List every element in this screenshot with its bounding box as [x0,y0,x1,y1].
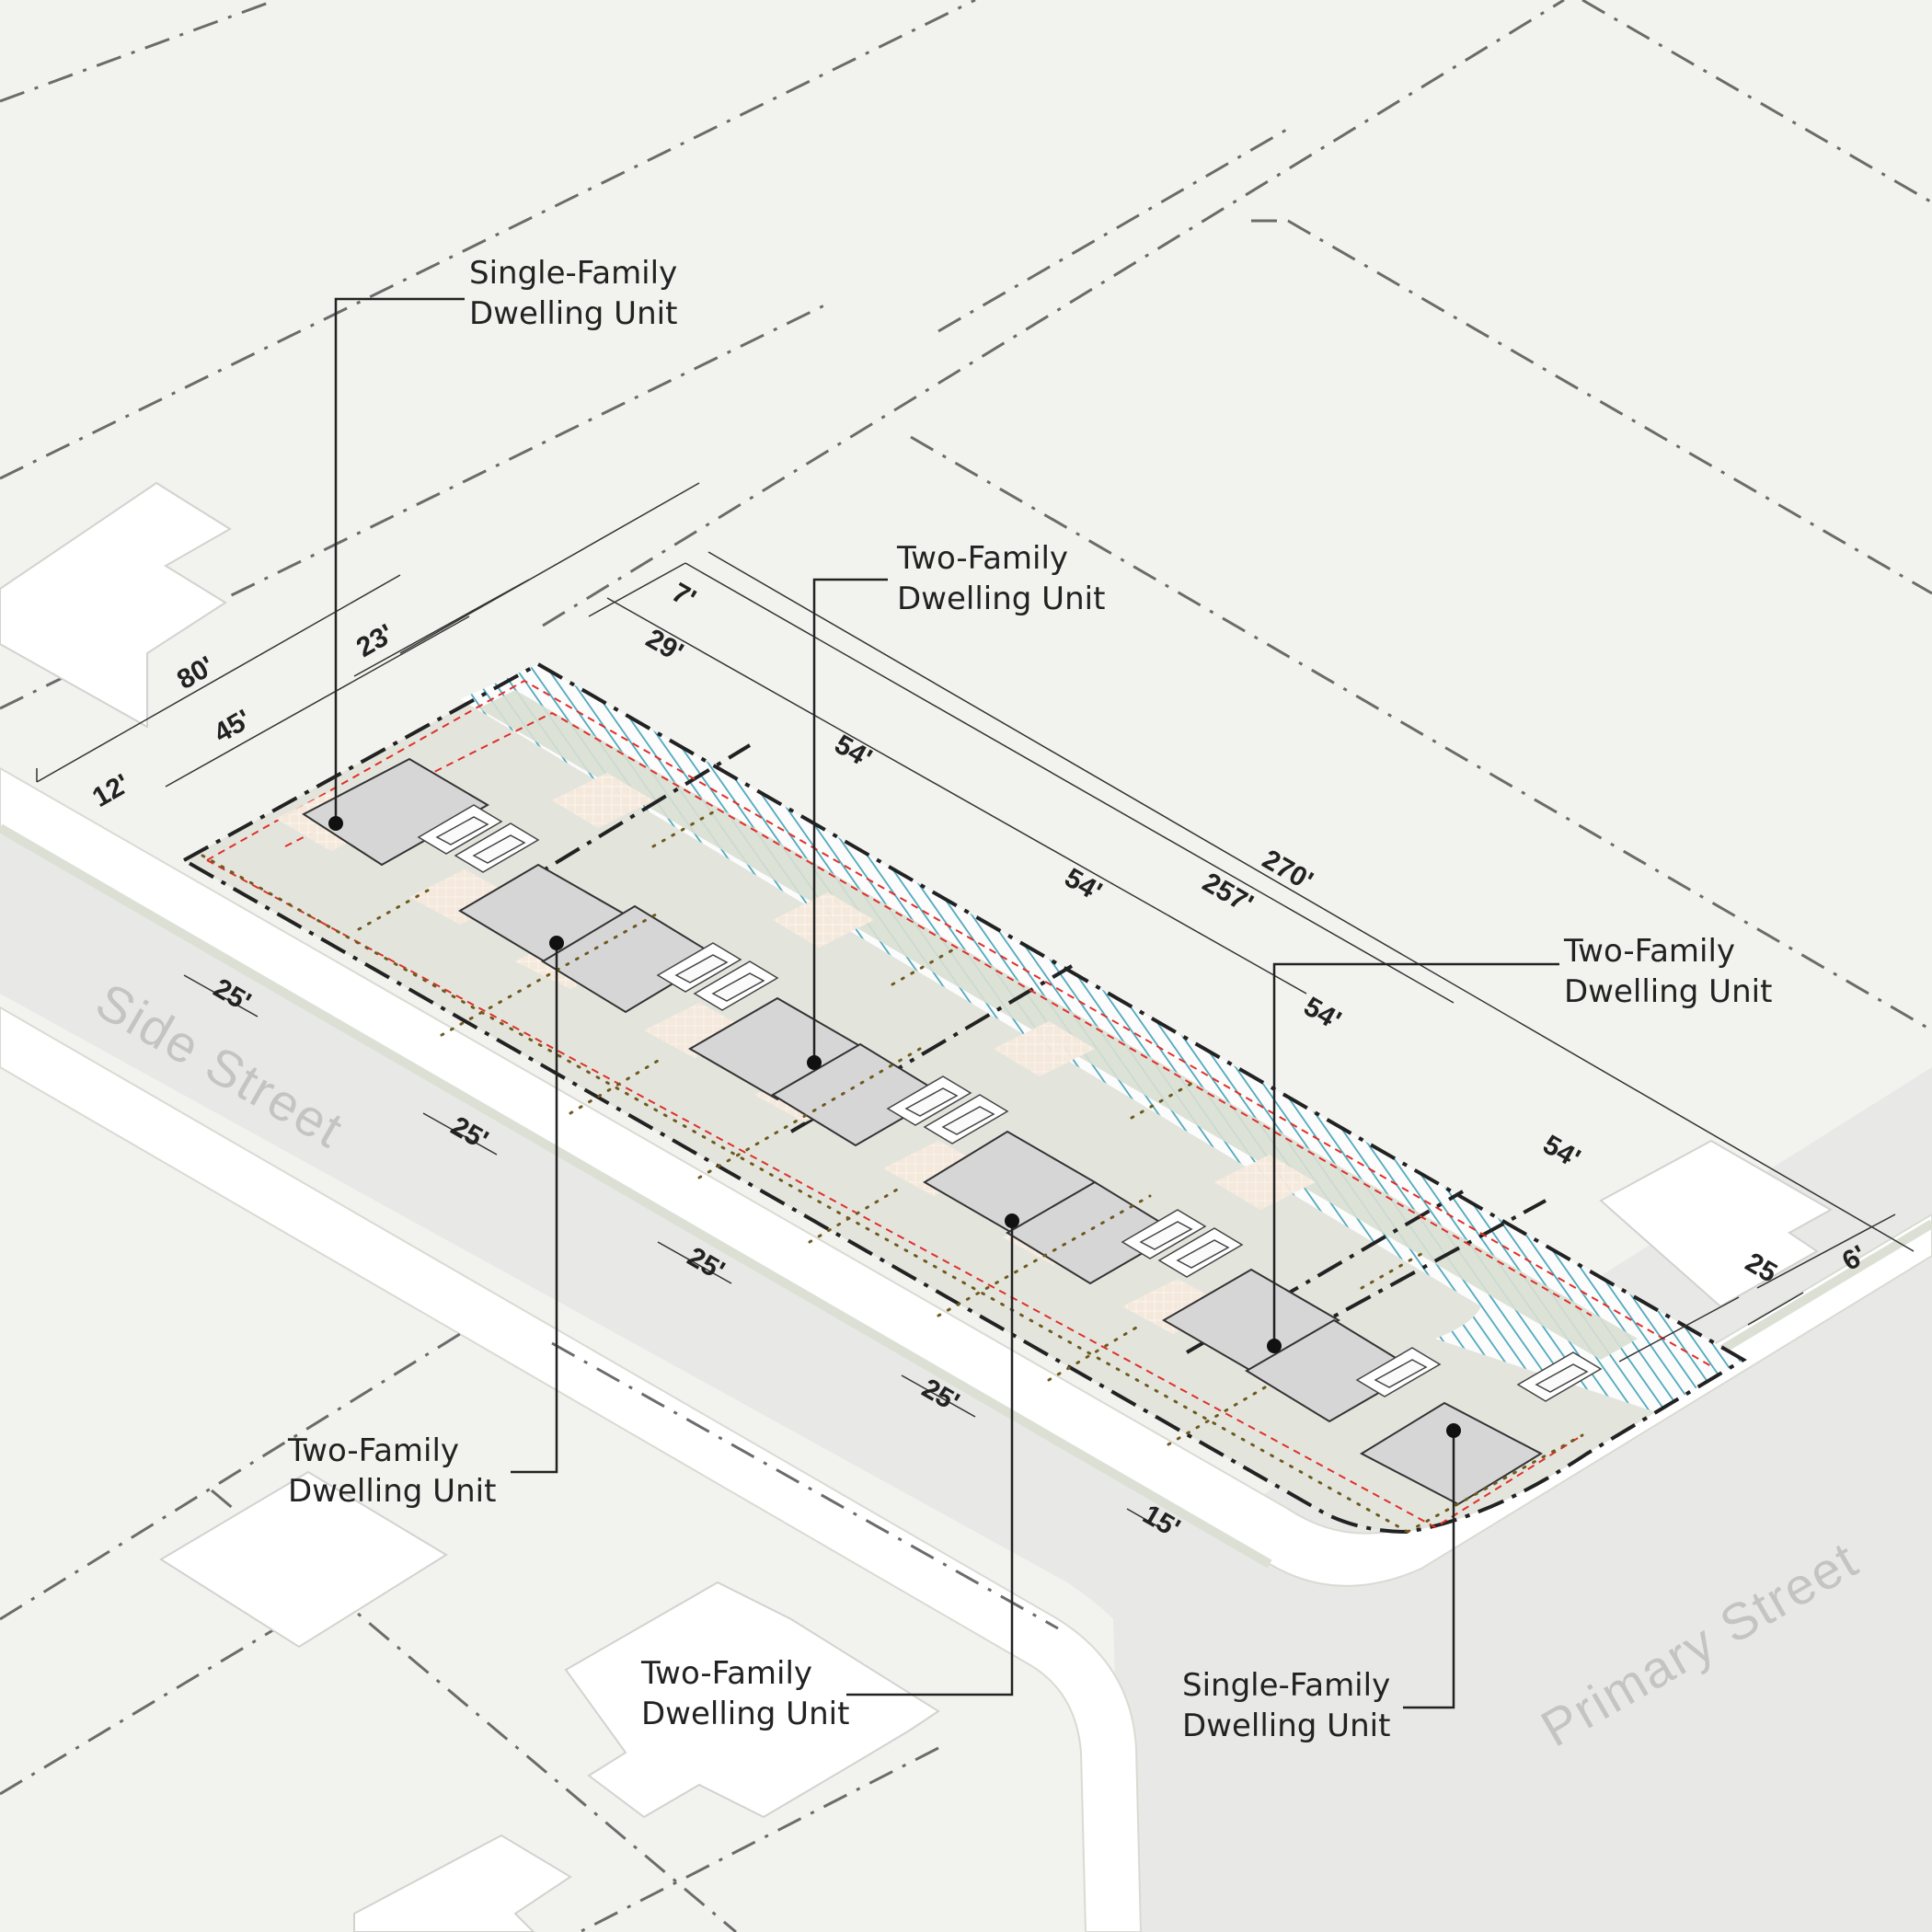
lot-surface [184,664,1743,1532]
callout-line-1: Two-Family [1564,933,1736,970]
callout-line-2: Dwelling Unit [897,581,1106,617]
building-sfdu-1 [302,757,490,867]
callout-line-1: Two-Family [641,1655,813,1692]
leader-dot [807,1055,822,1070]
building-sfdu-2 [1359,1401,1544,1506]
dim-54-4: 54' [1538,1129,1586,1174]
callout-line-2: Dwelling Unit [1182,1708,1391,1744]
callout-line-1: Two-Family [897,540,1069,577]
parking-stall [693,960,779,1011]
parking-stall [1355,1347,1442,1397]
dim-54-3: 54' [1299,991,1347,1036]
curb-strip-north [0,823,1272,1569]
callout-two-family-rear-2: Two-Family Dwelling Unit [1564,931,1772,1012]
callout-two-family-rear-1: Two-Family Dwelling Unit [897,538,1105,619]
callout-line-2: Dwelling Unit [469,295,678,332]
parking-stall [656,942,742,993]
parking [417,804,1603,1402]
dim-29: 29' [641,623,689,668]
leader-dot [1267,1339,1282,1353]
rear-yard-band [478,690,1638,1360]
buildings [302,757,1544,1506]
walk-paths [201,808,1584,1534]
side-street-north-sidewalk [0,766,1932,1587]
leader-dots [328,816,1461,1438]
leader-lines [334,297,1559,1709]
callout-single-family-corner: Single-Family Dwelling Unit [1182,1665,1390,1746]
parking-stall [923,1094,1009,1144]
neighbour-buildings [0,481,1834,1932]
dim-54-1: 54' [830,729,878,774]
dim-54-2: 54' [1060,862,1108,907]
callout-line-1: Two-Family [288,1432,460,1469]
parking-stall [417,804,503,855]
callout-line-1: Single-Family [469,255,678,292]
dim-12: 12' [87,768,135,813]
callout-two-family-front-1: Two-Family Dwelling Unit [288,1431,496,1512]
leader-dot [328,816,343,831]
callout-line-2: Dwelling Unit [1564,973,1773,1010]
side-street-south-sidewalk [0,1006,1143,1932]
callout-line-1: Single-Family [1182,1667,1391,1704]
dim-23: 23' [351,618,399,663]
dim-7: 7' [667,577,701,614]
callout-single-family-north: Single-Family Dwelling Unit [469,253,677,334]
leader-dot [549,936,564,950]
parking-stall [886,1075,972,1126]
parking-stall [1516,1351,1603,1402]
leader-dot [1005,1213,1019,1228]
parking-stall [1157,1227,1244,1278]
callout-line-2: Dwelling Unit [641,1696,850,1732]
callout-line-2: Dwelling Unit [288,1473,497,1510]
leader-dot [1446,1423,1461,1438]
parking-stall [454,822,540,873]
lot-boundary [179,661,1747,1535]
dim-257: 257' [1198,867,1259,919]
lot [179,661,1747,1535]
parking-stall [1121,1209,1207,1259]
callout-two-family-front-2: Two-Family Dwelling Unit [641,1653,849,1734]
dim-45: 45' [209,704,257,749]
